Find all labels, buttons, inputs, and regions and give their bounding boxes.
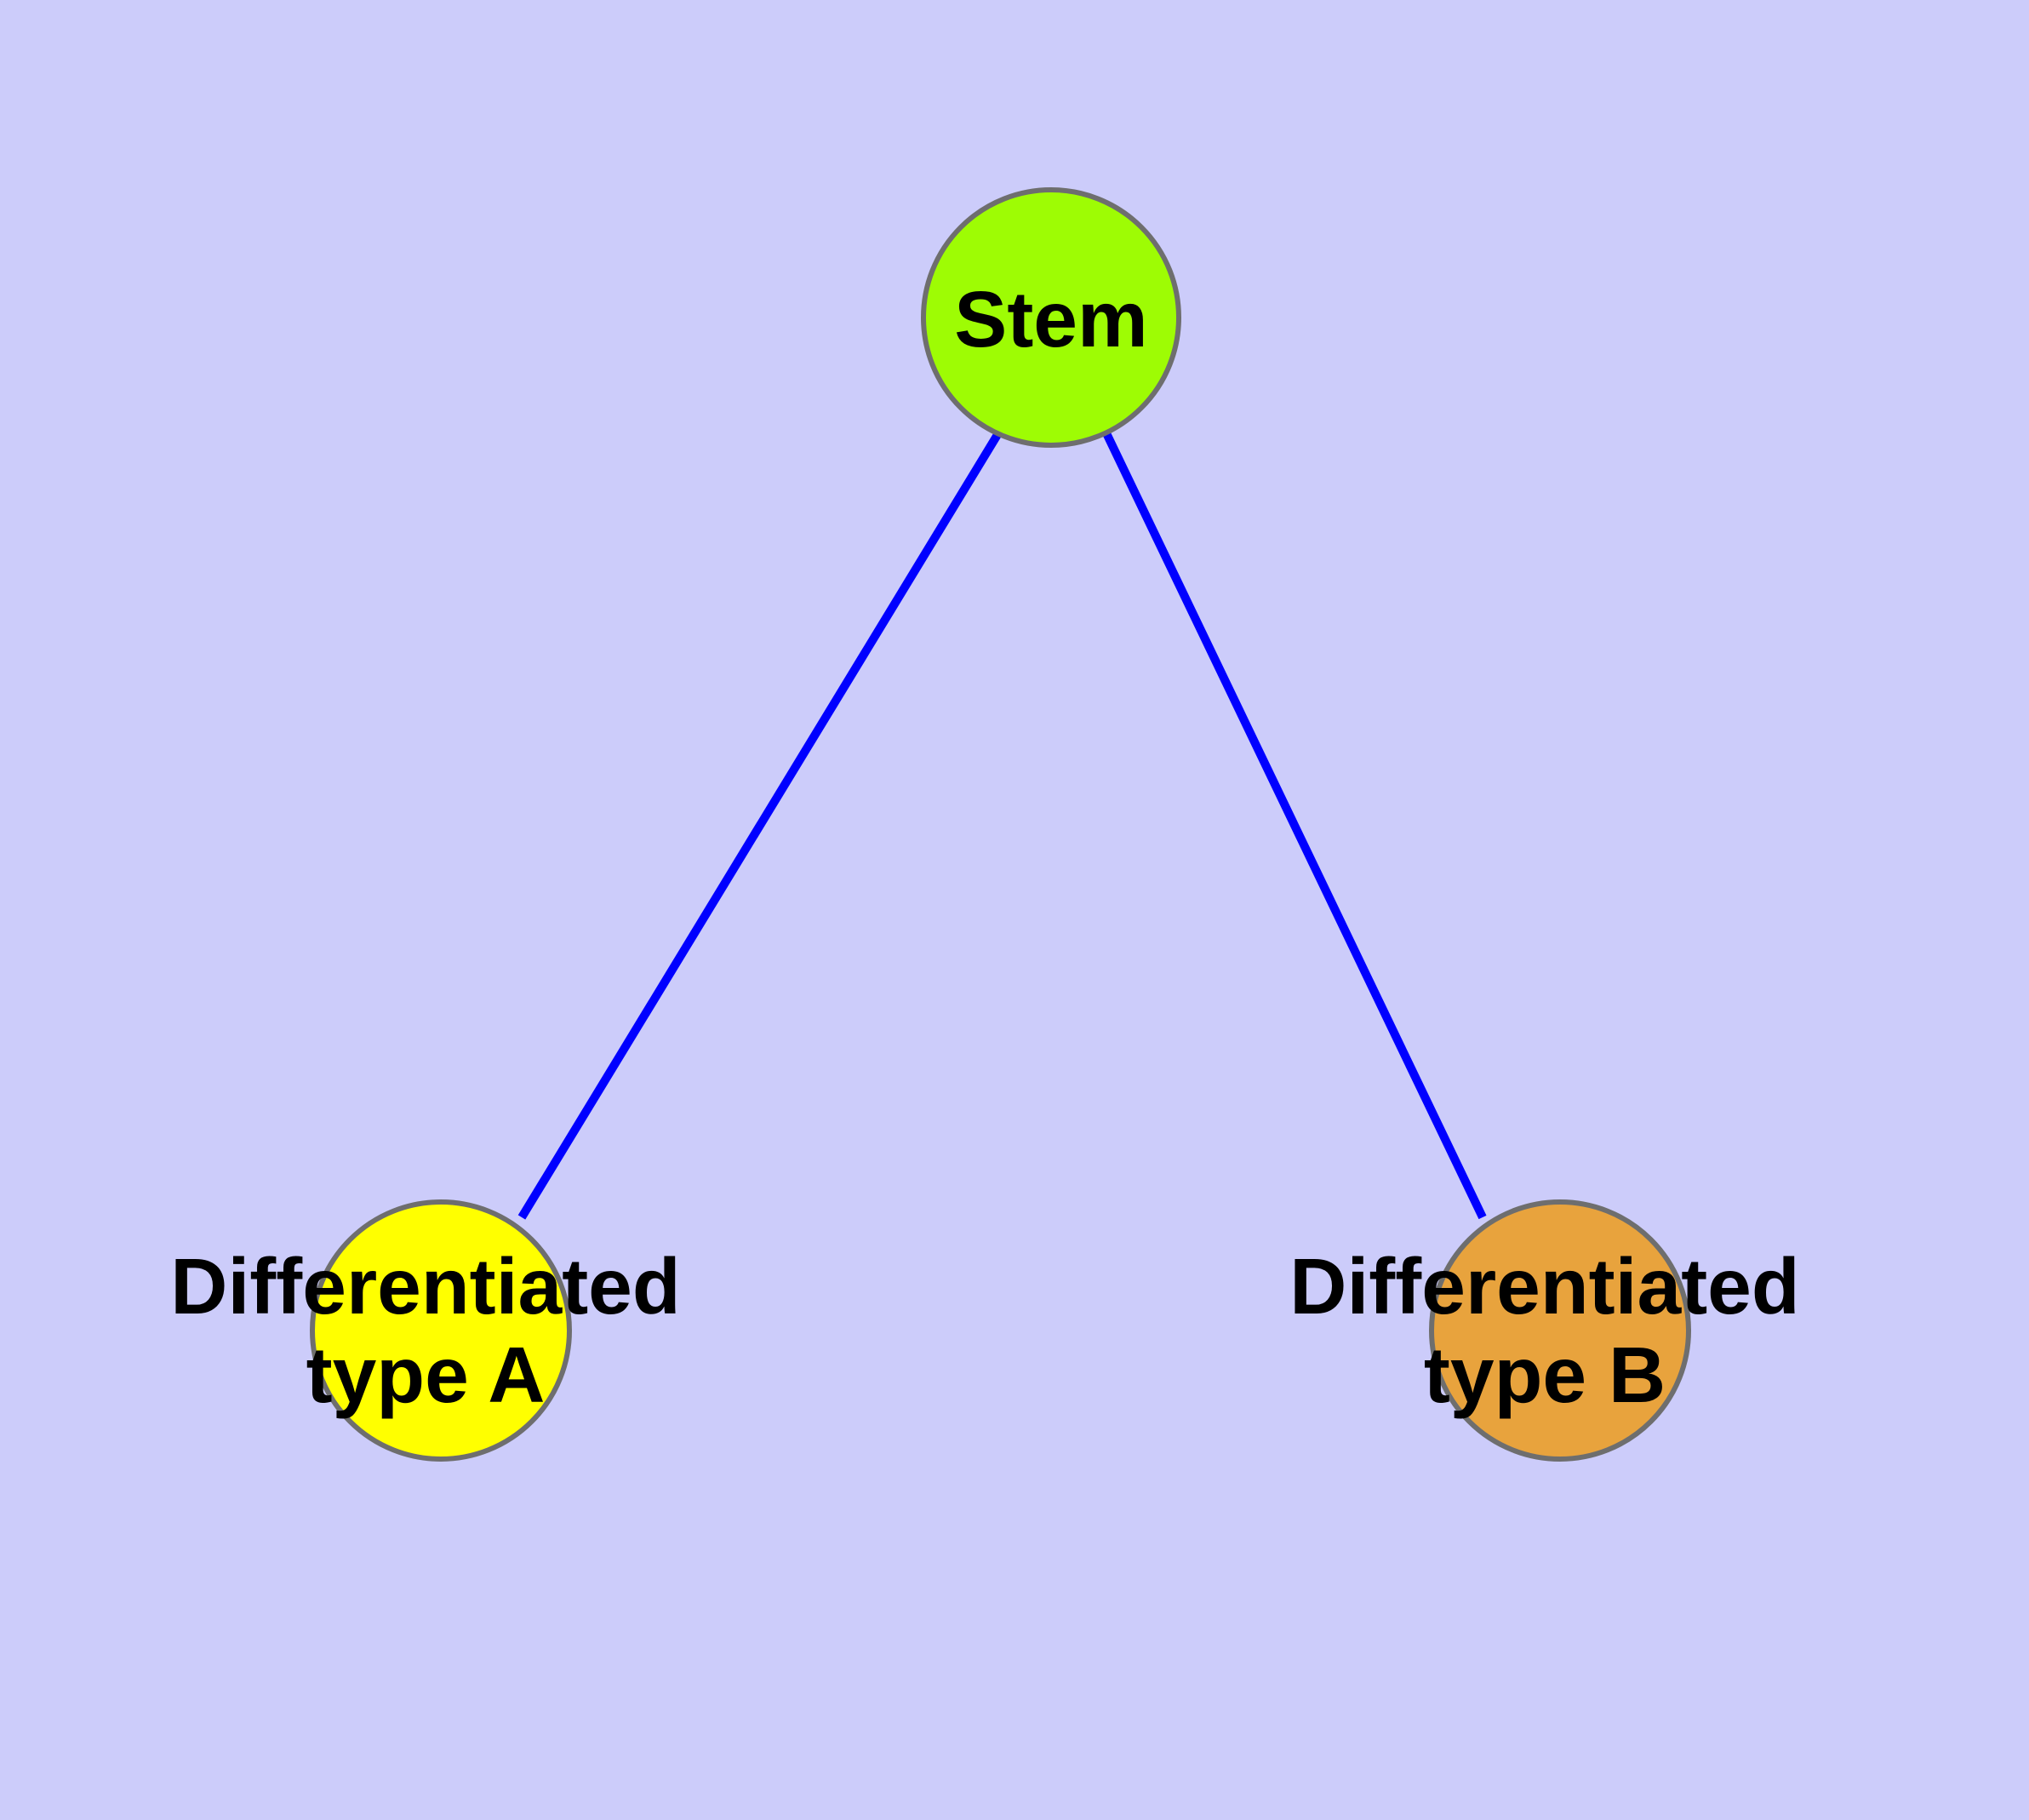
edge-stem-diff-a[interactable]	[517, 431, 1003, 1220]
node-circle-diff-a[interactable]	[310, 1199, 572, 1462]
nodes-layer	[310, 187, 1691, 1462]
edge-stem-diff-b[interactable]	[1102, 431, 1487, 1220]
node-circle-stem[interactable]	[921, 187, 1181, 448]
edges-layer	[517, 431, 1487, 1220]
node-circle-diff-b[interactable]	[1429, 1199, 1691, 1462]
